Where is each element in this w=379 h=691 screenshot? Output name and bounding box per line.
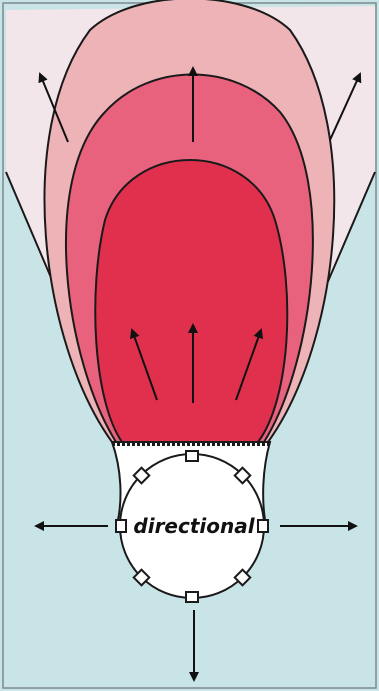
tab [116,520,126,532]
inner-radiation-lobe [95,160,287,442]
tab [186,451,198,461]
tab [258,520,268,532]
center-label: directional [133,514,255,538]
tab [186,592,198,602]
